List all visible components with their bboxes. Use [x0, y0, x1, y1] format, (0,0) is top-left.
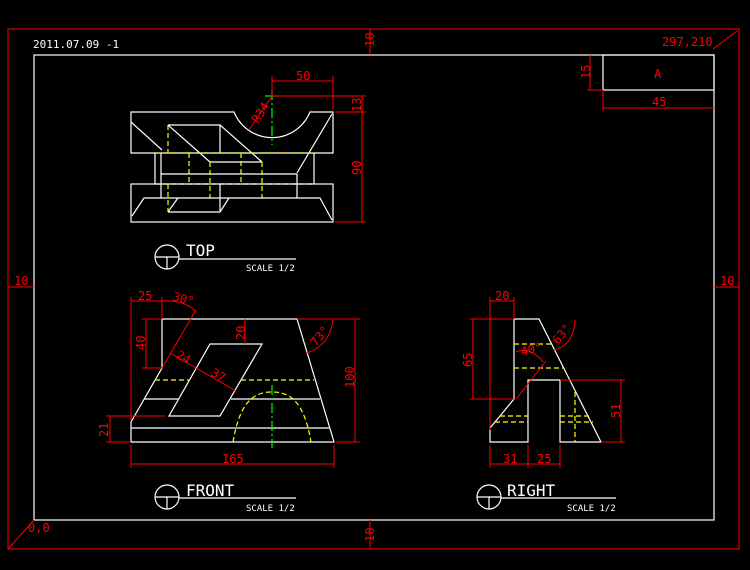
front-view[interactable]: 165 100 21 40 25 30° 24 37 20 73°: [97, 289, 360, 468]
origin-leader: [7, 519, 35, 550]
front-dim-angle1: 30°: [171, 289, 196, 308]
front-dim-width: 165: [222, 452, 244, 466]
front-view-title: FRONT: [186, 481, 235, 500]
front-view-scale: SCALE 1/2: [246, 504, 295, 514]
title-height-label: 15: [579, 65, 593, 79]
front-view-label: FRONT SCALE 1/2: [154, 481, 296, 514]
drawing-border: [33, 54, 715, 521]
front-dim-height: 100: [343, 366, 357, 388]
right-view-scale: SCALE 1/2: [567, 504, 616, 514]
front-dim-angle2: 73°: [308, 323, 333, 349]
top-dim-width: 50: [296, 69, 310, 83]
margin-bottom-label: 10: [363, 528, 377, 542]
front-dim-slot-offset: 20: [234, 326, 248, 340]
front-dim-top-left: 25: [138, 289, 152, 303]
outer-sheet-border: [7, 28, 740, 550]
top-lower-block: [130, 183, 334, 223]
title-width-label: 45: [652, 95, 666, 109]
top-view-scale: SCALE 1/2: [246, 264, 295, 274]
date-label: 2011.07.09 -1: [33, 38, 119, 51]
top-upper-block: [130, 111, 334, 154]
right-dim-left-height: 65: [461, 353, 475, 367]
top-view-title: TOP: [186, 241, 215, 260]
top-view-label: TOP SCALE 1/2: [154, 241, 296, 274]
top-dim-offset: 13: [350, 98, 364, 112]
front-dim-slot-length: 37: [209, 365, 229, 384]
front-dim-base: 21: [97, 423, 111, 437]
top-view[interactable]: 50 13 90 R34: [130, 69, 366, 223]
right-view-label: RIGHT SCALE 1/2: [476, 481, 616, 514]
front-outline: [130, 318, 335, 443]
top-dim-radius: R34: [249, 100, 273, 126]
margin-top-label: 10: [363, 33, 377, 47]
right-dim-angle2: 63°: [550, 321, 575, 347]
right-outline: [489, 318, 602, 443]
front-dim-slot-width: 24: [174, 347, 194, 366]
margin-left-label: 10: [14, 274, 28, 288]
right-dim-angle1: 40°: [519, 340, 544, 359]
title-block: [602, 54, 715, 91]
right-dim-slot: 25: [537, 452, 551, 466]
right-dim-right-height: 51: [609, 404, 623, 418]
right-dim-bottom-left: 31: [503, 452, 517, 466]
origin-label: 0,0: [28, 521, 50, 535]
title-block-letter: A: [654, 67, 662, 81]
right-view[interactable]: 20 65 51 31 25 40° 63°: [461, 289, 625, 468]
right-view-title: RIGHT: [507, 481, 556, 500]
front-dim-left-height: 40: [134, 336, 148, 350]
right-dim-top: 20: [495, 289, 509, 303]
size-leader: [712, 30, 738, 50]
top-dim-depth: 90: [350, 161, 364, 175]
sheet-size-label: 297,210: [662, 35, 713, 49]
margin-right-label: 10: [720, 274, 734, 288]
